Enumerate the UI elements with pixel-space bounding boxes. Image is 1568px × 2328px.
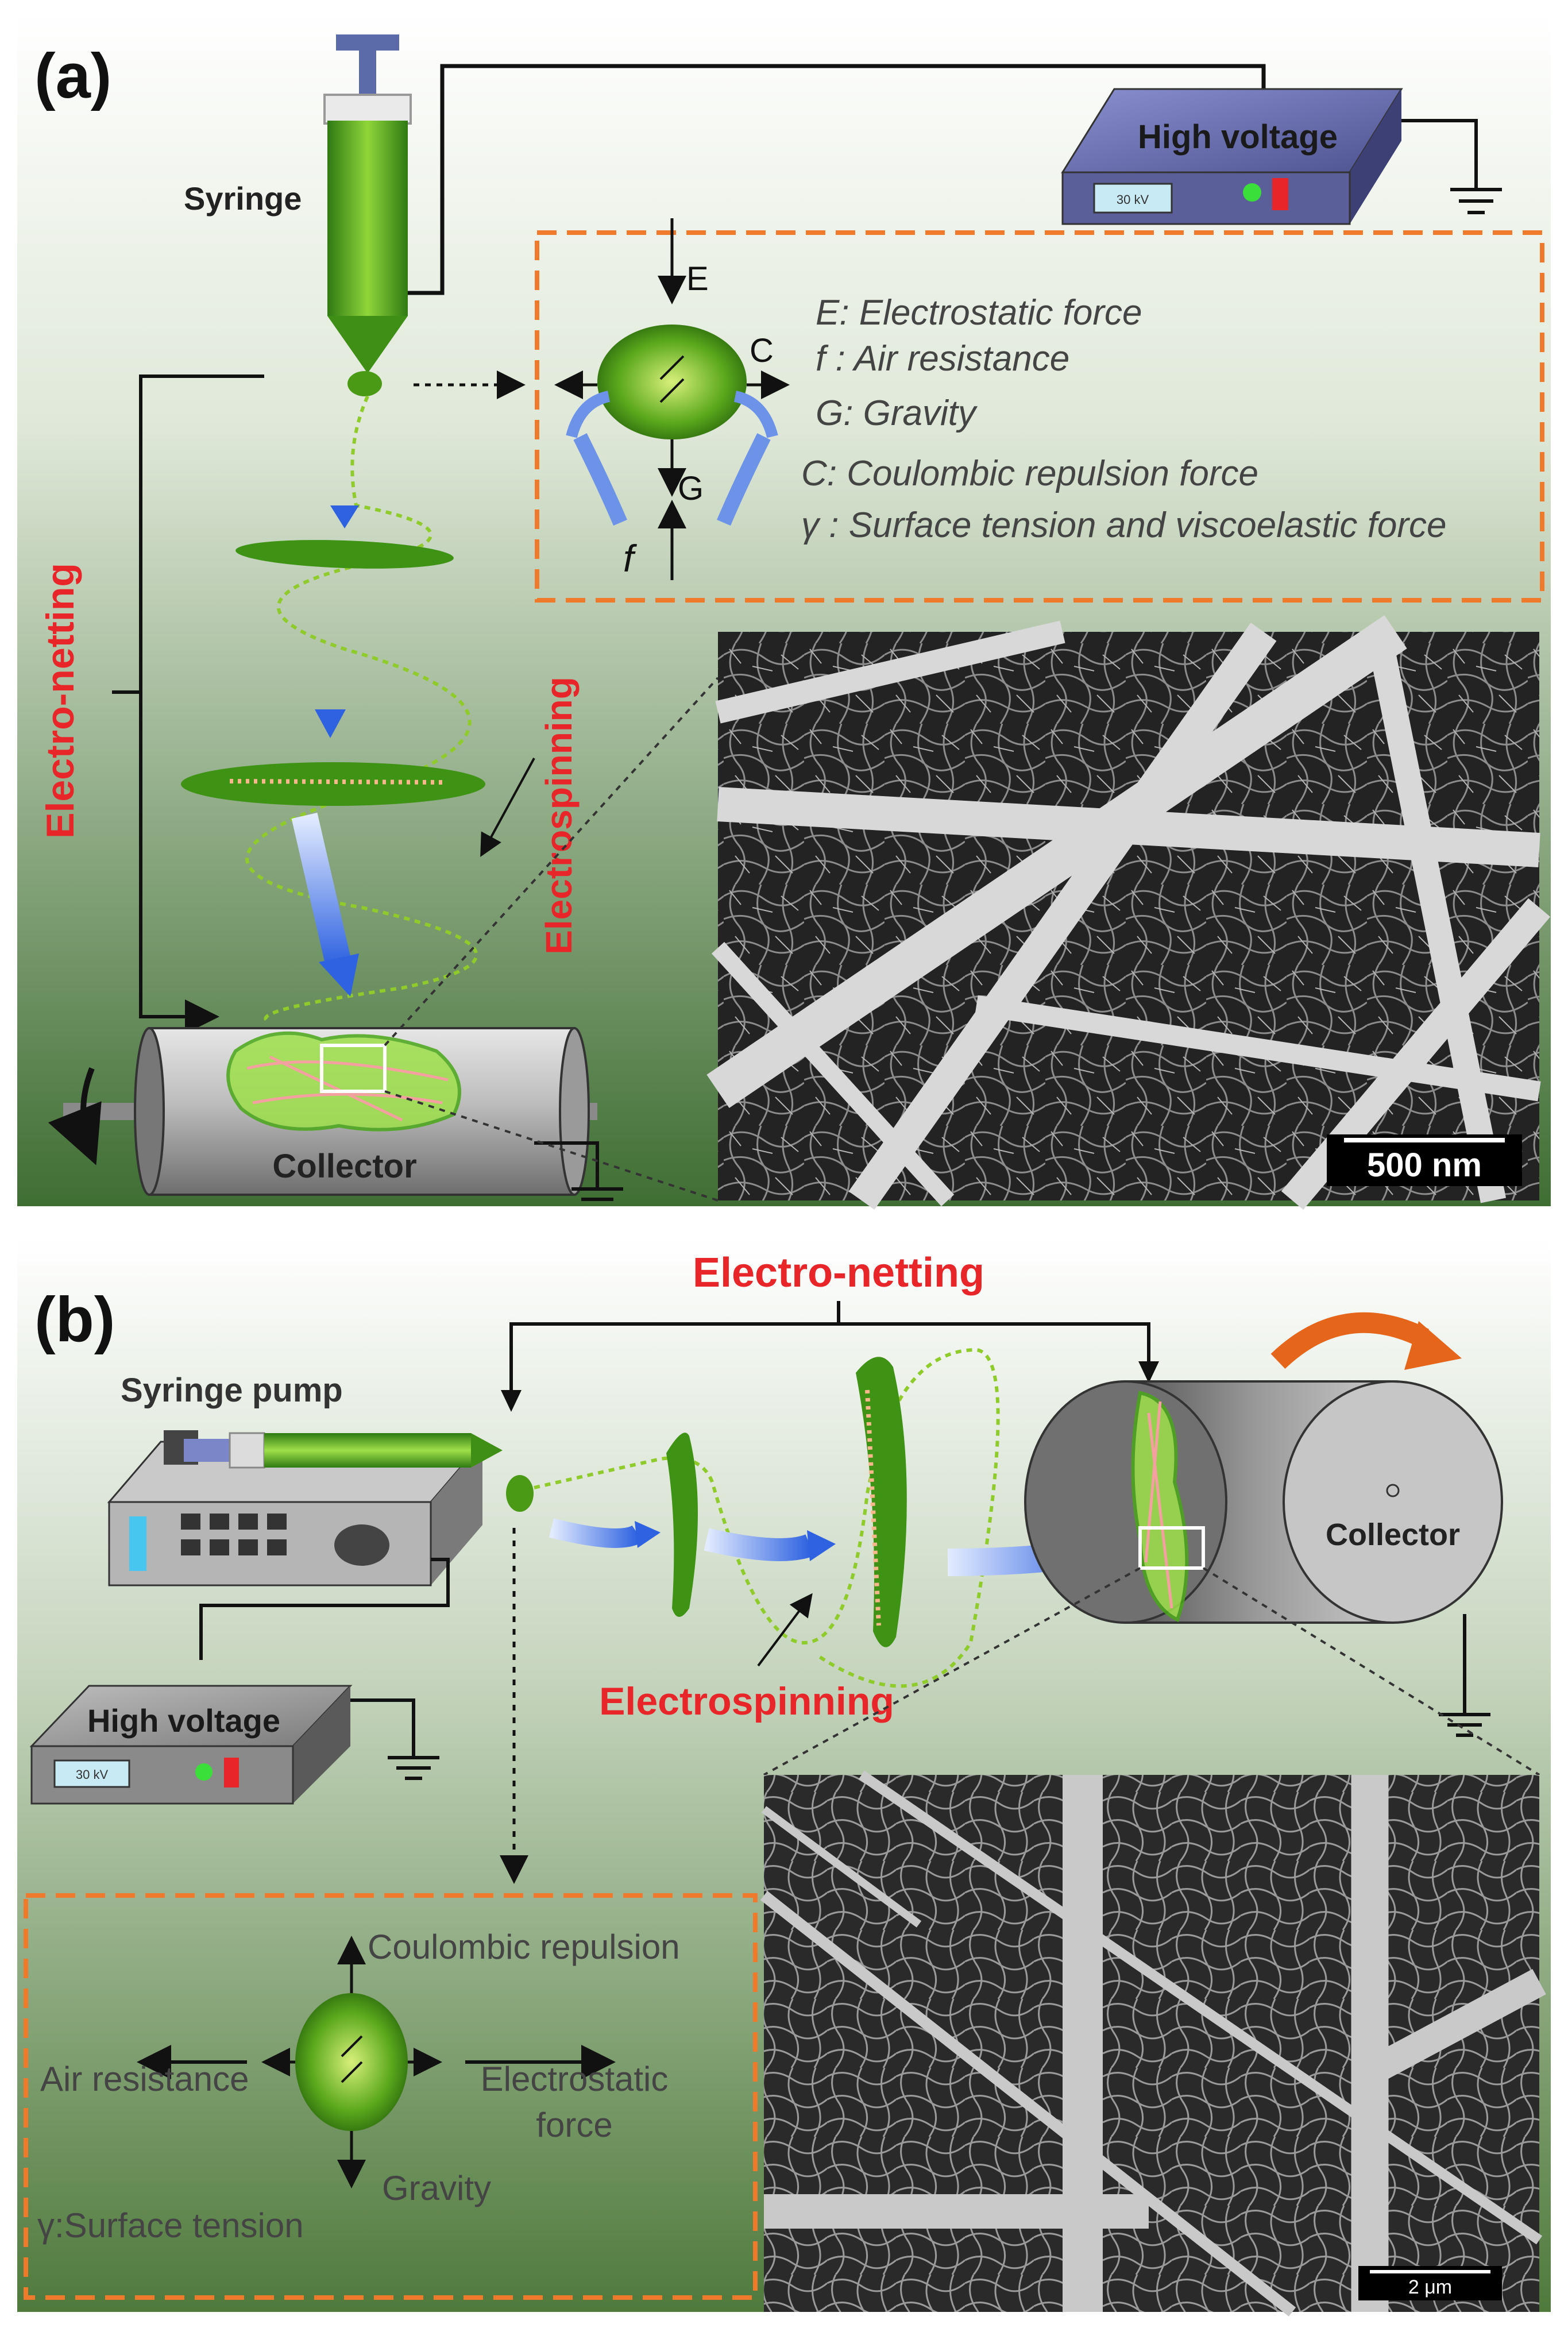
high-voltage-device: 30 kV: [1061, 88, 1403, 225]
force-label-gravity: Gravity: [382, 2169, 491, 2207]
hv-indicator-green: [1243, 183, 1261, 202]
electrospinning-pointer-b: [757, 1593, 813, 1667]
electro-netting-label-b: Electro-netting: [693, 1250, 984, 1296]
collector-b: Collector: [1024, 1312, 1503, 1624]
force-label-air-resistance: Air resistance: [40, 2060, 249, 2098]
collector-a: Collector: [48, 1027, 597, 1196]
jet-segment-b2: [856, 1357, 907, 1647]
ground-icon: [1401, 119, 1502, 214]
scale-bar-b: 2 μm: [1408, 2276, 1452, 2298]
force-label-electrostatic-1: Electrostatic: [481, 2060, 669, 2098]
force-box-b: [24, 1893, 758, 2300]
zoom-line-b-right: [1202, 1567, 1540, 1776]
sem-image-a: 500 nm: [706, 615, 1551, 1210]
force-label-coulombic: Coulombic repulsion: [368, 1928, 680, 1966]
collector-label-a: Collector: [272, 1148, 416, 1185]
electrospinning-label-a: Electrospinning: [538, 677, 580, 955]
electro-netting-bracket-b: [509, 1322, 1150, 1402]
panel-a-label: (a): [34, 41, 111, 111]
hv-indicator-red-b: [224, 1758, 239, 1787]
collector-zoom-box-b: [1138, 1526, 1205, 1570]
force-label-C: C: [750, 332, 774, 369]
high-voltage-label-b: High voltage: [87, 1702, 280, 1739]
electro-netting-label-a: Electro-netting: [38, 563, 82, 839]
zoom-line-a-bottom: [384, 1090, 719, 1202]
high-voltage-device-b: 30 kV: [29, 1685, 353, 1805]
ground-icon: [534, 1141, 623, 1201]
panel-b: (b) Electro-netting Syringe pump: [17, 1238, 1551, 2317]
electrospinning-pointer-a: [480, 758, 535, 858]
force-label-surface-tension: γ:Surface tension: [37, 2206, 304, 2245]
force-droplet-b: [295, 1993, 408, 2131]
legend-item-coulombic: C: Coulombic repulsion force: [801, 454, 1258, 493]
electro-netting-line-a: [139, 375, 264, 1034]
zoom-line-a-top: [384, 677, 719, 1047]
electrospinning-label-b: Electrospinning: [599, 1680, 894, 1723]
hv-indicator-green-b: [195, 1763, 213, 1781]
legend-item-surface-tension: γ : Surface tension and viscoelastic for…: [801, 505, 1446, 545]
hv-display-b: 30 kV: [76, 1767, 109, 1782]
legend-item-gravity: G: Gravity: [816, 393, 978, 433]
force-diagram-b: [137, 1936, 616, 2188]
force-legend-a: E: Electrostatic force f : Air resistanc…: [801, 293, 1446, 545]
jet-segment-1: [235, 540, 454, 569]
syringe-wire: [408, 64, 1266, 295]
hv-indicator-red: [1272, 178, 1288, 210]
panel-a: (a) Syringe 30 kV High voltage: [17, 11, 1551, 1210]
legend-item-electrostatic: E: Electrostatic force: [816, 293, 1142, 333]
pump-wire: [199, 1558, 450, 1660]
sem-image-b: 2 μm: [760, 1770, 1546, 2317]
force-legend-b: Coulombic repulsion Air resistance Elect…: [37, 1928, 680, 2245]
syringe-label: Syringe: [184, 180, 302, 217]
jet-a: [181, 395, 485, 1024]
collector-zoom-box-a: [320, 1044, 387, 1093]
collector-label-b: Collector: [1326, 1518, 1460, 1552]
hv-display: 30 kV: [1117, 192, 1149, 207]
force-droplet-a: [597, 325, 747, 439]
droplet: [347, 371, 382, 396]
panel-b-label: (b): [34, 1284, 115, 1355]
zoom-line-b-left: [763, 1567, 1141, 1776]
ground-icon: [1439, 1614, 1490, 1737]
force-label-electrostatic-2: force: [536, 2106, 612, 2144]
legend-item-air-resistance: f : Air resistance: [816, 339, 1069, 379]
syringe: [323, 34, 412, 373]
droplet-b: [506, 1475, 534, 1512]
jet-b: [534, 1348, 1134, 1688]
high-voltage-label: High voltage: [1138, 118, 1338, 156]
syringe-pump-label: Syringe pump: [121, 1372, 343, 1409]
jet-segment-b1: [666, 1433, 698, 1617]
force-label-G: G: [678, 470, 704, 507]
scale-bar-a: 500 nm: [1367, 1146, 1482, 1184]
syringe-pump-device: [107, 1430, 503, 1586]
jet-segment-2: [181, 762, 485, 806]
force-diagram-a: E C G f: [554, 218, 790, 580]
ground-icon: [350, 1698, 439, 1780]
force-label-E: E: [686, 260, 709, 298]
